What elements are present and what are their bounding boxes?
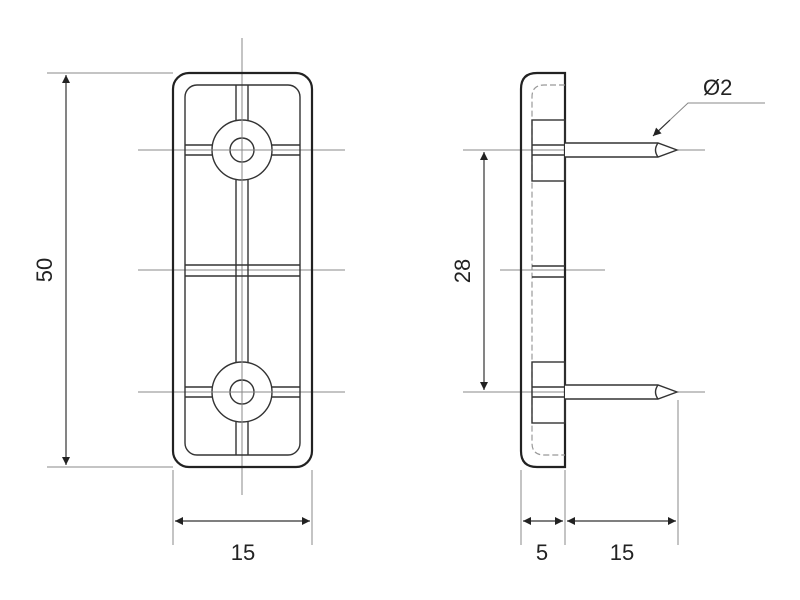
upper-pin [565, 142, 680, 158]
dimension-pin-diameter: Ø2 [652, 75, 765, 137]
side-outline [519, 71, 567, 469]
front-view [138, 38, 345, 495]
dimension-label-15-side: 15 [610, 540, 634, 565]
outer-outline [171, 71, 314, 469]
dimension-label-50: 50 [32, 258, 57, 282]
dimension-front-width: 15 [172, 470, 313, 565]
dimension-label-diameter: Ø2 [703, 75, 732, 100]
inner-outline [184, 84, 301, 456]
ribs [185, 85, 300, 455]
lower-pin [565, 384, 680, 400]
dimension-pin-spacing: 28 [450, 152, 488, 390]
side-view [463, 71, 705, 469]
dimension-label-15-front: 15 [231, 540, 255, 565]
dimension-label-5: 5 [536, 540, 548, 565]
dimension-pin-length: 15 [567, 400, 679, 565]
dimension-thickness: 5 [520, 470, 566, 565]
hidden-inner-outline [531, 84, 565, 456]
dimension-height: 50 [32, 72, 173, 468]
dimension-label-28: 28 [450, 259, 475, 283]
